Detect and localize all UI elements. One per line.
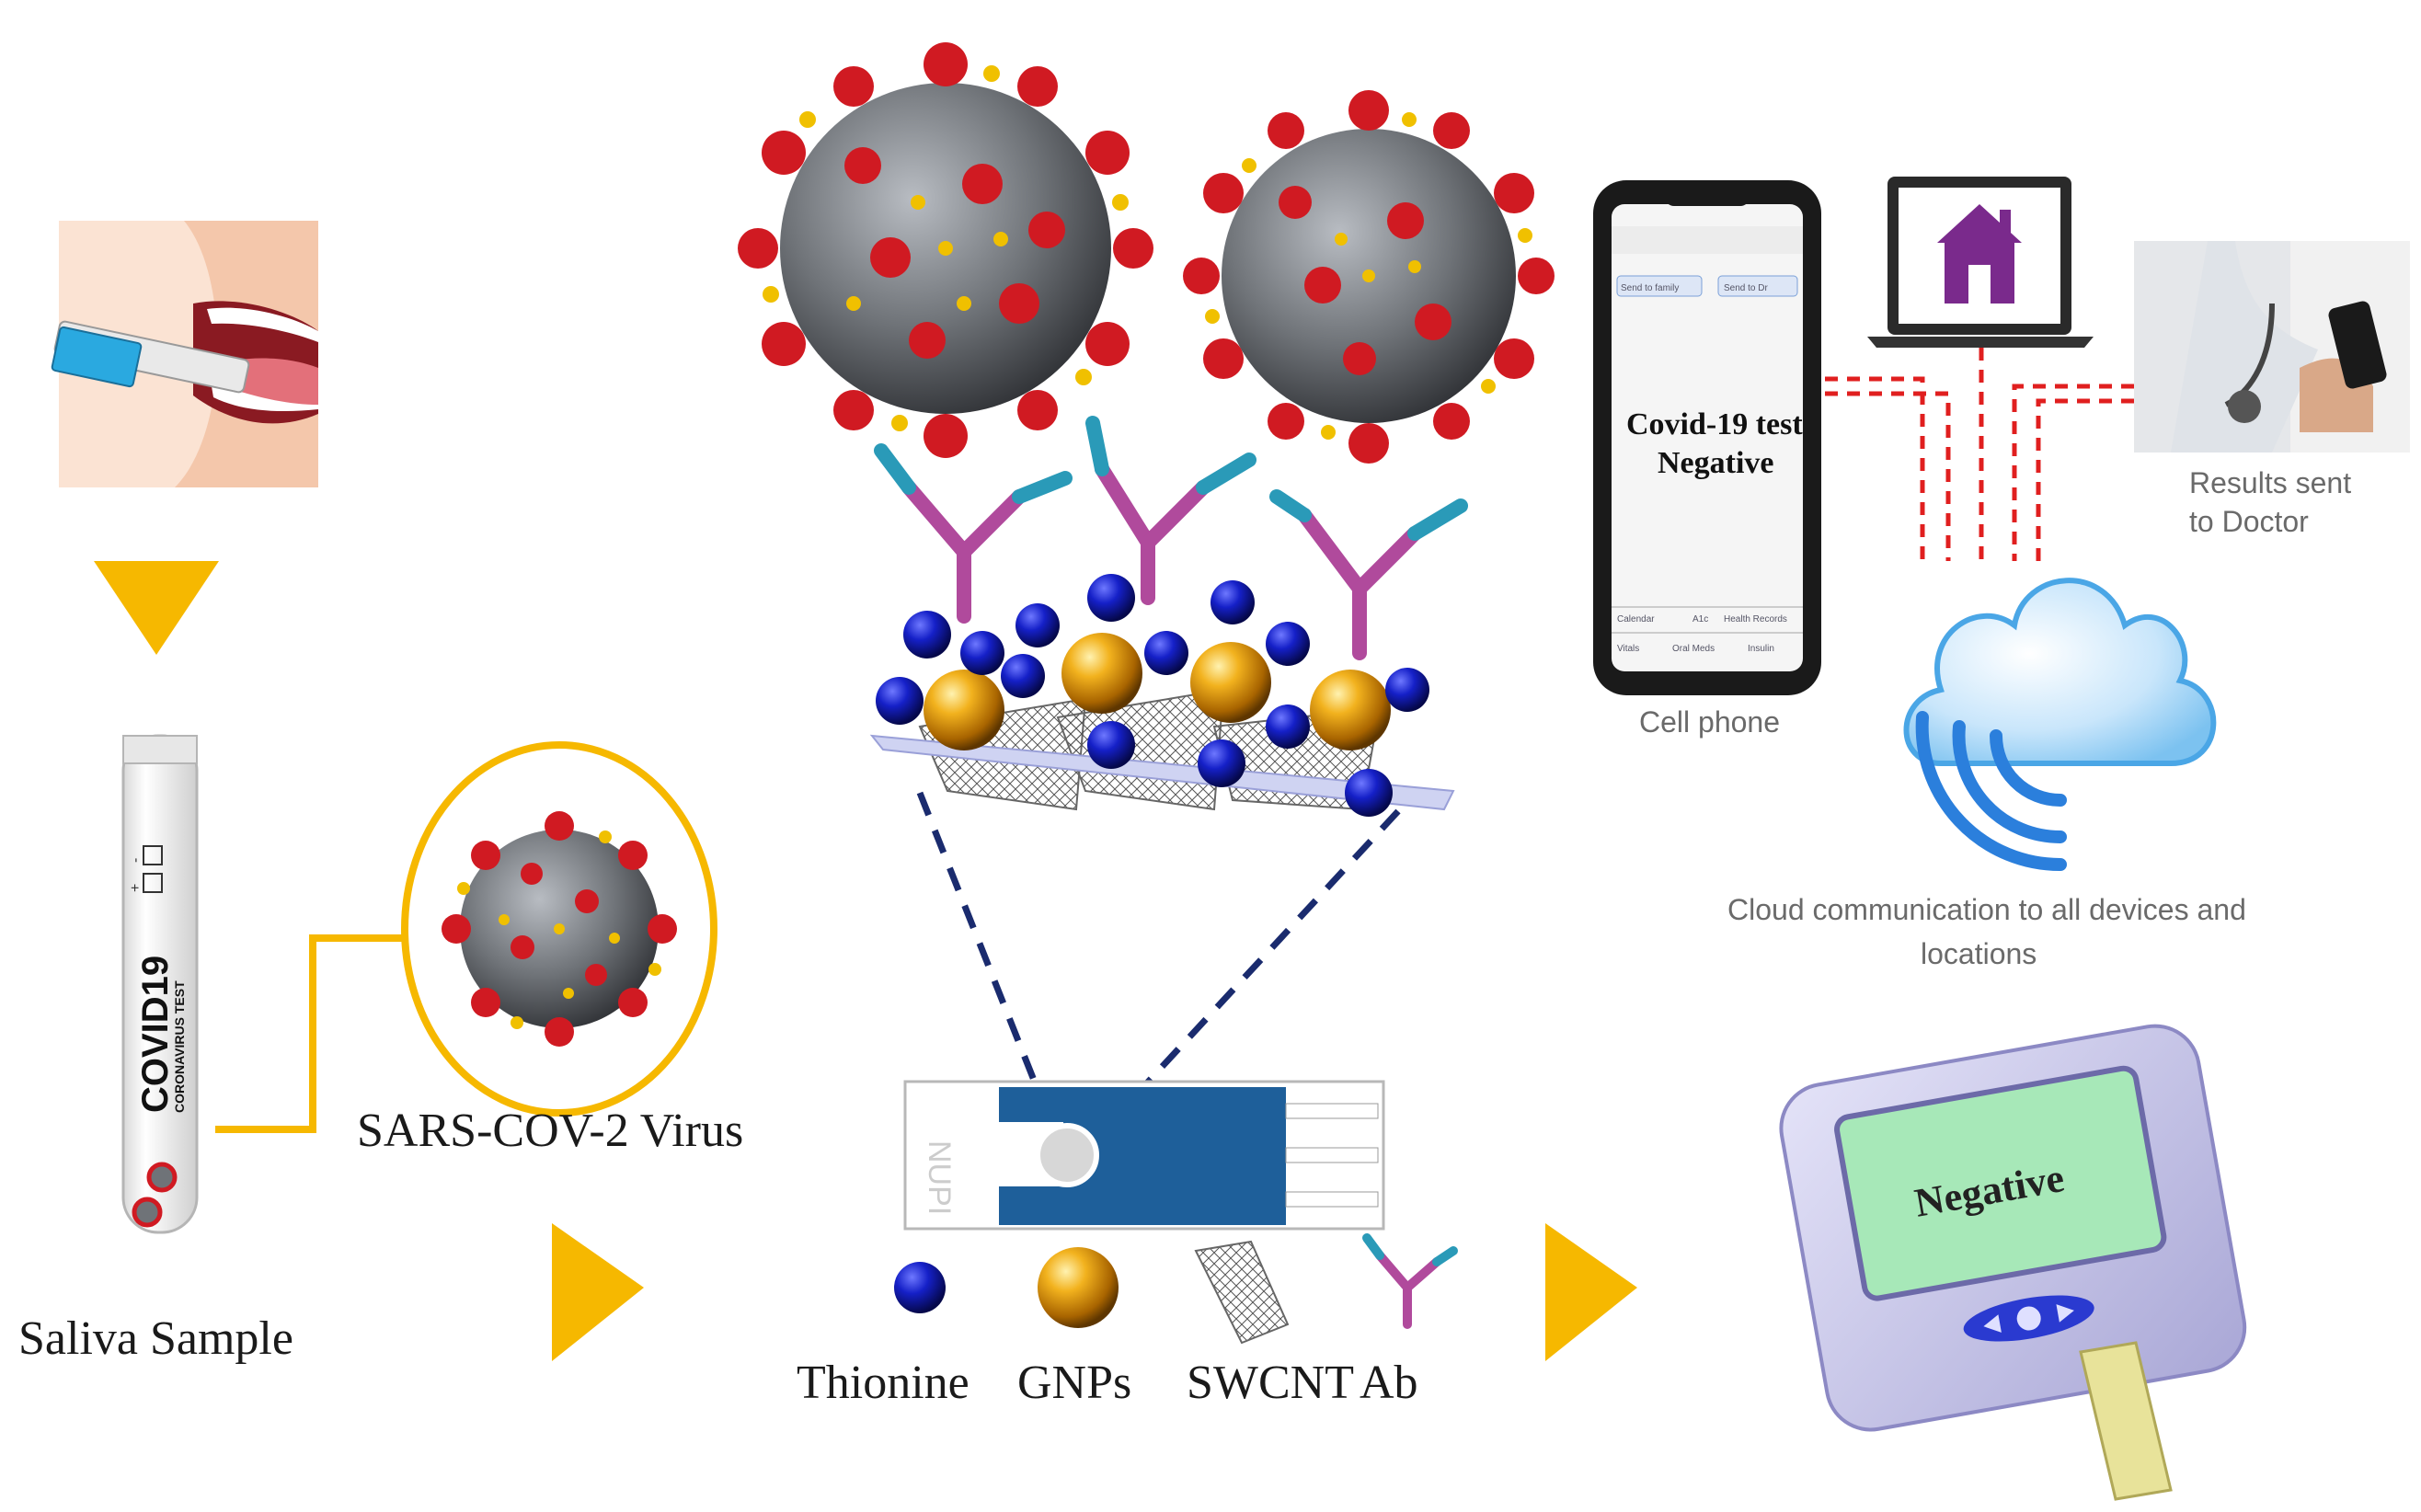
label-cloud-line2: locations bbox=[1921, 937, 2037, 970]
connector-line bbox=[215, 934, 405, 1133]
cell-phone: Send to family Send to Dr Covid-19 test … bbox=[1593, 180, 1821, 695]
svg-text:Vitals: Vitals bbox=[1617, 644, 1639, 654]
right-arrow-1 bbox=[552, 1223, 644, 1361]
virus-small bbox=[442, 811, 677, 1047]
tube-subtitle: CORONAVIRUS TEST bbox=[172, 980, 187, 1113]
label-gnps: GNPs bbox=[1017, 1357, 1131, 1409]
label-cloud-line1: Cloud communication to all devices and bbox=[1727, 893, 2246, 926]
label-saliva-sample: Saliva Sample bbox=[18, 1312, 293, 1365]
svg-text:A1c: A1c bbox=[1692, 614, 1708, 624]
svg-text:Send to Dr: Send to Dr bbox=[1724, 283, 1768, 293]
cloud-icon bbox=[1903, 578, 2217, 766]
saliva-swab-illustration bbox=[51, 221, 318, 487]
tube-title: COVID19 bbox=[135, 956, 176, 1113]
reader-device: Negative bbox=[1779, 1024, 2247, 1432]
thionine-balls bbox=[876, 574, 1429, 817]
antibodies bbox=[874, 416, 1468, 660]
legend-ab-icon bbox=[1362, 1233, 1458, 1329]
label-thionine: Thionine bbox=[797, 1357, 970, 1409]
svg-text:Send to family: Send to family bbox=[1621, 283, 1679, 293]
label-virus: SARS-COV-2 Virus bbox=[357, 1105, 743, 1157]
label-results-line1: Results sent bbox=[2189, 466, 2351, 499]
virus-large-left bbox=[738, 42, 1153, 458]
label-cell-phone: Cell phone bbox=[1639, 705, 1780, 739]
red-dashed-connections bbox=[1825, 348, 2134, 561]
svg-text:+: + bbox=[128, 884, 143, 892]
house-icon bbox=[1937, 204, 2022, 304]
svg-text:Insulin: Insulin bbox=[1748, 644, 1774, 654]
label-results-line2: to Doctor bbox=[2189, 505, 2309, 538]
covid-test-tube: COVID19 CORONAVIRUS TEST + - bbox=[121, 734, 199, 1234]
svg-text:Calendar: Calendar bbox=[1617, 614, 1655, 624]
electrode-surface bbox=[869, 734, 1455, 811]
phone-result-line1: Covid-19 test bbox=[1626, 407, 1803, 441]
gold-nanoparticles bbox=[924, 633, 1391, 750]
label-swcnt: SWCNT bbox=[1187, 1357, 1354, 1409]
legend-swcnt-icon bbox=[1194, 1240, 1290, 1345]
svg-text:Oral Meds: Oral Meds bbox=[1672, 644, 1715, 654]
down-arrow bbox=[94, 561, 219, 655]
svg-text:NUPI: NUPI bbox=[922, 1140, 957, 1215]
label-ab: Ab bbox=[1360, 1357, 1418, 1409]
test-strip: NUPI bbox=[903, 1080, 1385, 1231]
phone-result-line2: Negative bbox=[1658, 446, 1774, 480]
doctor-photo bbox=[2134, 241, 2410, 452]
wireless-signal-icon bbox=[1915, 711, 2067, 872]
legend-gnps-icon bbox=[1038, 1247, 1119, 1328]
svg-text:Health Records: Health Records bbox=[1724, 614, 1787, 624]
virus-large-right bbox=[1183, 90, 1555, 464]
right-arrow-2 bbox=[1545, 1223, 1637, 1361]
svg-text:-: - bbox=[128, 858, 143, 863]
inserted-strip bbox=[2079, 1341, 2173, 1501]
legend-thionine-icon bbox=[894, 1262, 946, 1313]
